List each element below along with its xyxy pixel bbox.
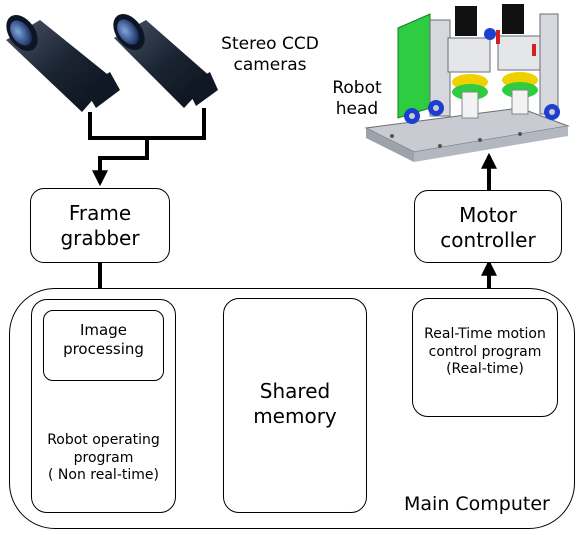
left-camera-icon — [6, 14, 120, 112]
motor-controller-line2: controller — [440, 228, 536, 252]
main-computer-label: Main Computer — [404, 493, 550, 515]
motion-control-box: Real-Time motion control program (Real-t… — [412, 298, 558, 417]
right-camera-icon — [113, 13, 218, 108]
cameras-label-line1: Stereo CCD — [221, 34, 319, 54]
motion-control-line3: (Real-time) — [446, 361, 524, 377]
image-processing-line2: processing — [63, 339, 144, 358]
image-processing-line1: Image — [80, 321, 127, 339]
robot-head-label-line1: Robot — [332, 78, 382, 98]
motor-controller-box: Motor controller — [414, 190, 562, 263]
camera-to-grabber-arrow — [92, 138, 149, 187]
frame-grabber-line2: grabber — [60, 226, 140, 250]
shared-memory-line1: Shared — [259, 379, 331, 403]
robot-head-label-line2: head — [335, 99, 379, 120]
robot-head-label: Robot head — [322, 78, 392, 121]
image-processing-box: Image processing — [43, 310, 164, 381]
robot-head-icon — [364, 4, 570, 162]
robot-operating-line3: ( Non real-time) — [48, 467, 159, 483]
frame-grabber-line1: Frame — [68, 201, 132, 225]
motion-control-line2: control program — [428, 343, 542, 360]
frame-grabber-box: Frame grabber — [30, 188, 170, 263]
cameras-label: Stereo CCD cameras — [200, 34, 340, 77]
right-camera-cable — [147, 108, 206, 140]
robot-operating-line2: program — [73, 449, 134, 466]
motion-control-line1: Real-Time motion — [424, 326, 546, 342]
left-camera-cable — [88, 112, 147, 140]
cameras-label-line2: cameras — [233, 55, 307, 76]
robot-operating-line1: Robot operating — [47, 432, 160, 448]
shared-memory-line2: memory — [253, 404, 337, 428]
shared-memory-box: Shared memory — [223, 298, 367, 513]
motor-controller-line1: Motor — [459, 203, 517, 227]
